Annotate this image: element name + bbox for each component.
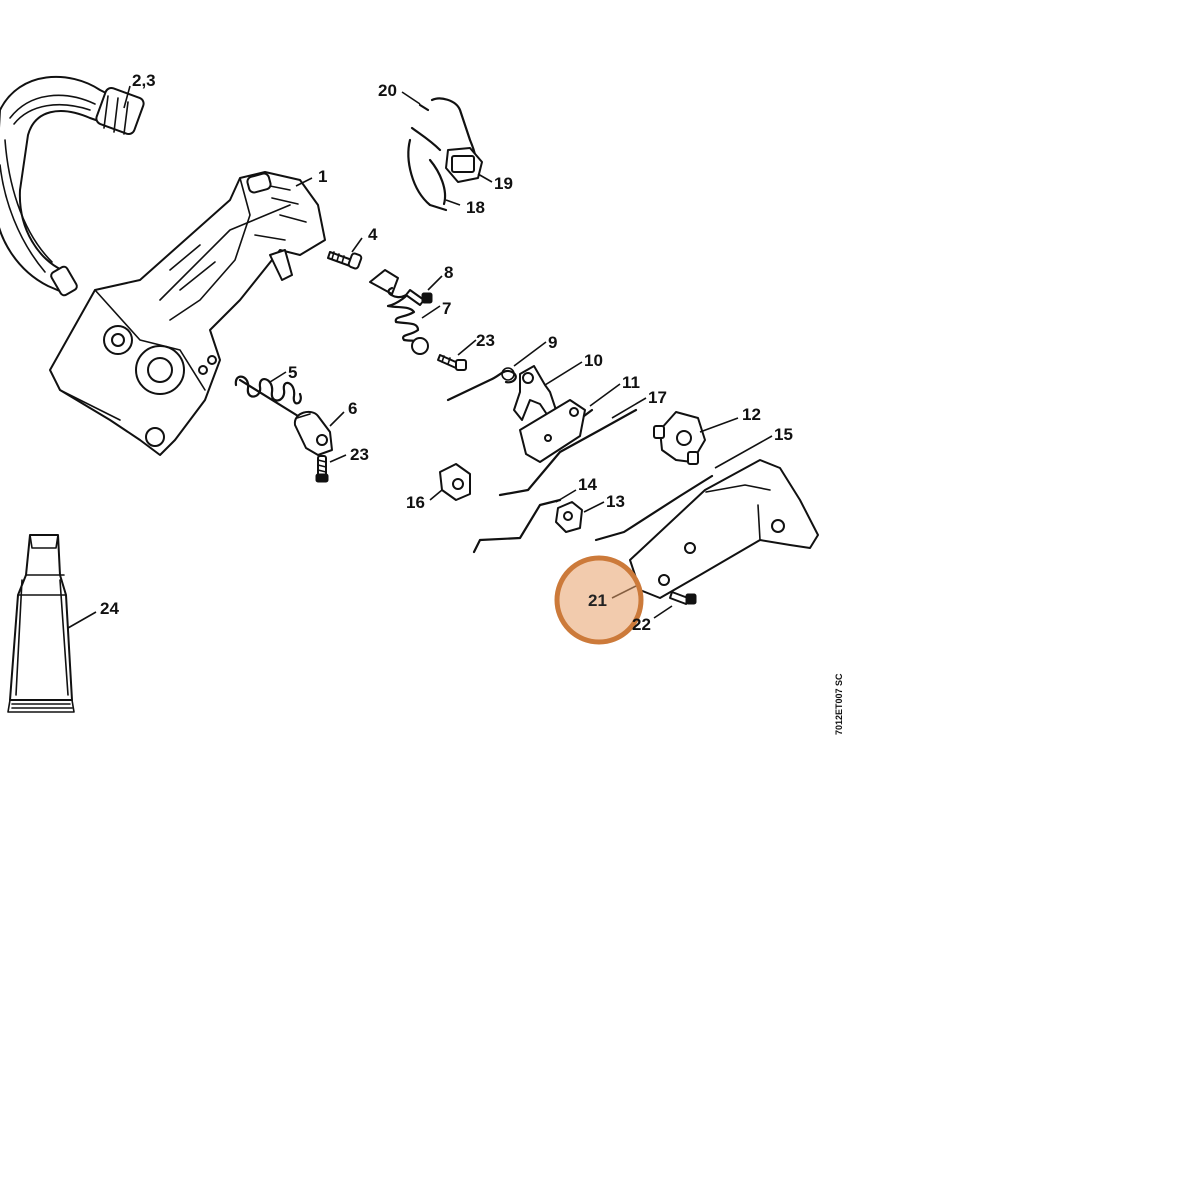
wiring-18-20[interactable] <box>407 97 483 212</box>
buffer-7[interactable] <box>369 269 429 355</box>
highlight-circle <box>554 555 644 645</box>
bracket-16[interactable] <box>439 463 471 501</box>
callout-10: 10 <box>584 351 603 370</box>
rod-14[interactable] <box>472 498 562 554</box>
screw-23-middle[interactable] <box>437 354 467 371</box>
callout-19: 19 <box>494 174 513 193</box>
spring-5[interactable] <box>234 375 302 418</box>
lever-10[interactable] <box>513 365 557 421</box>
spring-9[interactable] <box>446 367 517 402</box>
callout-6: 6 <box>348 399 357 418</box>
callout-1: 1 <box>318 167 327 186</box>
callout-8: 8 <box>444 263 453 282</box>
callout-7: 7 <box>442 299 451 318</box>
callout-9: 9 <box>548 333 557 352</box>
callout-4: 4 <box>368 225 378 244</box>
grease-tube-24[interactable] <box>7 534 75 713</box>
switch-12[interactable] <box>653 411 706 465</box>
handle-cover-21[interactable] <box>629 459 819 599</box>
callout-21: 21 <box>588 591 607 610</box>
callout-16: 16 <box>406 493 425 512</box>
callout-24: 24 <box>100 599 119 618</box>
callout-22: 22 <box>632 615 651 634</box>
callout-2-3: 2,3 <box>132 71 156 90</box>
callout-18: 18 <box>466 198 485 217</box>
drawing-code: 7012ET007 SC <box>834 673 844 735</box>
callout-23-lower: 23 <box>350 445 369 464</box>
screw-23-lower[interactable] <box>315 455 329 483</box>
rod-15[interactable] <box>594 474 714 542</box>
callout-labels: 2,3 1 4 5 6 23 7 8 23 9 10 11 17 12 15 1… <box>100 71 793 634</box>
callout-11: 11 <box>622 373 640 392</box>
rod-17[interactable] <box>498 408 638 497</box>
callout-17: 17 <box>648 388 667 407</box>
callout-12: 12 <box>742 405 761 424</box>
buffer-6[interactable] <box>293 410 333 456</box>
trigger-11[interactable] <box>519 399 586 463</box>
handlebar[interactable] <box>0 75 145 297</box>
callout-13: 13 <box>606 492 625 511</box>
handle-housing[interactable] <box>49 171 326 456</box>
callout-14: 14 <box>578 475 597 494</box>
callout-15: 15 <box>774 425 793 444</box>
screw-4[interactable] <box>327 251 363 270</box>
callout-5: 5 <box>288 363 297 382</box>
screw-8[interactable] <box>405 289 433 306</box>
part-13[interactable] <box>555 501 583 533</box>
callout-23-middle: 23 <box>476 331 495 350</box>
screw-22[interactable] <box>669 591 697 605</box>
callout-20: 20 <box>378 81 397 100</box>
